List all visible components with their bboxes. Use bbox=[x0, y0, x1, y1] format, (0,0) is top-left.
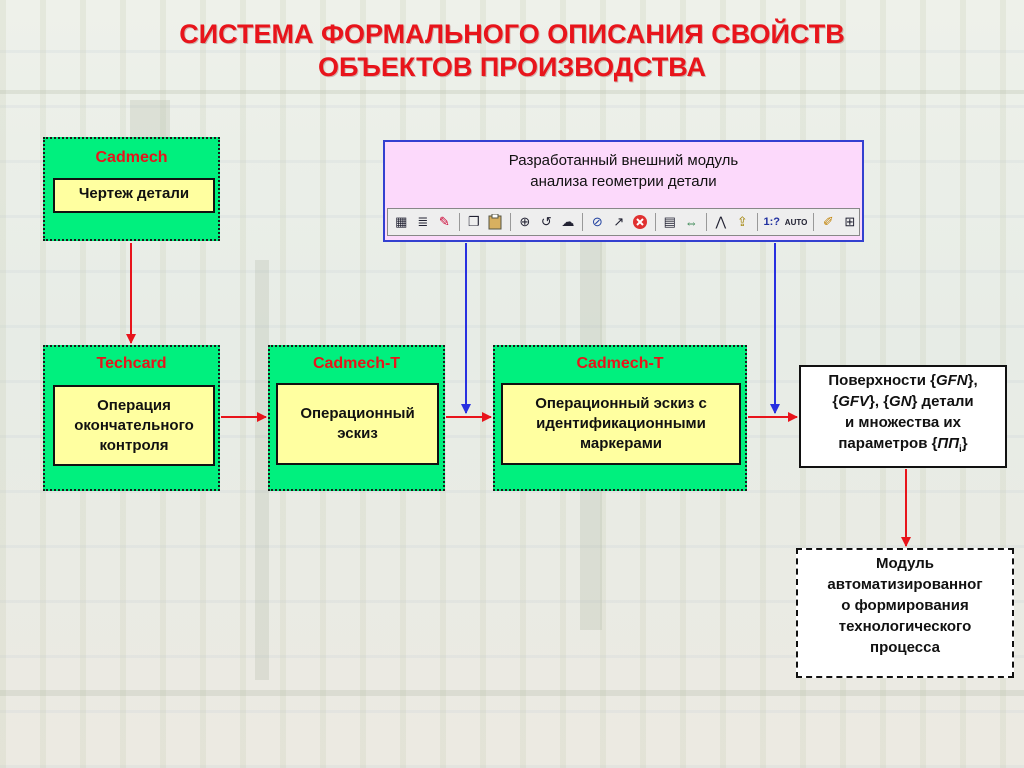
cadmech-box: Cadmech Чертеж детали bbox=[43, 137, 220, 241]
auto-icon[interactable]: AUTO bbox=[784, 217, 808, 227]
techcard-label: Techcard bbox=[96, 355, 167, 372]
page-title: СИСТЕМА ФОРМАЛЬНОГО ОПИСАНИЯ СВОЙСТВ ОБЪ… bbox=[0, 18, 1024, 84]
compass-icon[interactable]: ⊘ bbox=[591, 214, 603, 229]
gfv-symbol: GFV bbox=[838, 393, 870, 410]
surfaces-text: }, { bbox=[869, 393, 890, 410]
surfaces-text: Поверхности { bbox=[828, 372, 936, 389]
surfaces-line-4: параметров {ППi} bbox=[801, 433, 1005, 460]
techcard-box: Techcard Операция окончательного контрол… bbox=[43, 345, 220, 491]
zoom-in-icon[interactable]: ⊕ bbox=[519, 214, 531, 229]
bg-stripe bbox=[0, 690, 1024, 696]
cadmech-t-inner-2: Операционный эскиз с идентификационными … bbox=[501, 383, 741, 465]
toolbar-separator bbox=[813, 213, 815, 231]
toolbar: ▦ ≣ ✎ ❐ ⊕ ↺ ☁ ⊘ ↗ ▤ ⇔ ⋀ ⇪ 1:? AUTO ✐ ⊞ bbox=[387, 208, 860, 236]
techcard-inner: Операция окончательного контроля bbox=[53, 385, 215, 466]
rotate-icon[interactable]: ↺ bbox=[540, 214, 552, 229]
delete-icon[interactable] bbox=[631, 212, 650, 232]
cadmech-t-label-1: Cadmech-T bbox=[312, 355, 401, 372]
copy-icon[interactable]: ❐ bbox=[467, 214, 480, 229]
list-icon[interactable]: ≣ bbox=[417, 214, 429, 229]
external-module-box: Разработанный внешний модуль анализа гео… bbox=[383, 140, 864, 242]
toolbar-separator bbox=[705, 213, 707, 231]
export-icon[interactable]: ⇪ bbox=[736, 214, 748, 229]
toolbar-separator bbox=[756, 213, 758, 231]
paste-icon[interactable] bbox=[486, 212, 505, 232]
bg-stripe bbox=[0, 90, 1024, 94]
surfaces-text: параметров { bbox=[838, 435, 938, 452]
pen-icon[interactable]: ✐ bbox=[822, 214, 834, 229]
gn-symbol: GN bbox=[889, 393, 912, 410]
final-module-line-1: Модуль bbox=[875, 555, 935, 572]
bg-column bbox=[255, 260, 269, 680]
surfaces-text: { bbox=[832, 393, 839, 410]
cadmech-t-label-2: Cadmech-T bbox=[576, 355, 664, 372]
title-line-1: СИСТЕМА ФОРМАЛЬНОГО ОПИСАНИЯ СВОЙСТВ bbox=[179, 19, 845, 49]
final-module-line-4: технологического bbox=[838, 618, 972, 635]
gfn-symbol: GFN bbox=[935, 372, 968, 389]
final-module-box: Модуль автоматизированног о формирования… bbox=[796, 548, 1014, 678]
cadmech-label: Cadmech bbox=[95, 149, 168, 166]
external-module-text: Разработанный внешний модуль анализа гео… bbox=[385, 150, 862, 192]
cadmech-inner bbox=[53, 178, 215, 213]
pp-symbol: ПП bbox=[937, 435, 959, 452]
drawing-text: Чертеж детали bbox=[78, 185, 190, 202]
brush-icon[interactable]: ✎ bbox=[438, 214, 450, 229]
measure-icon[interactable]: ⊞ bbox=[844, 214, 856, 229]
cadmech-t-inner-1: Операционный эскиз bbox=[276, 383, 439, 465]
toolbar-separator bbox=[582, 213, 584, 231]
surfaces-line-1: Поверхности {GFN}, bbox=[801, 370, 1005, 391]
bg-block bbox=[130, 100, 170, 140]
surfaces-line-2: {GFV}, {GN} детали bbox=[801, 391, 1005, 412]
toolbar-separator bbox=[509, 213, 511, 231]
ratio-icon[interactable]: 1:? bbox=[763, 216, 781, 228]
pointer-icon[interactable]: ↗ bbox=[613, 214, 625, 229]
surfaces-text: } bbox=[961, 435, 968, 452]
surfaces-text: }, bbox=[967, 372, 978, 389]
final-module-line-3: о формирования bbox=[841, 597, 969, 614]
toolbar-separator bbox=[654, 213, 656, 231]
cloud-icon[interactable]: ☁ bbox=[561, 214, 575, 229]
external-module-line-1: Разработанный внешний модуль bbox=[508, 152, 739, 169]
surfaces-line-3: и множества их bbox=[845, 414, 961, 431]
pp-subscript: i bbox=[959, 444, 962, 455]
toolbar-separator bbox=[458, 213, 460, 231]
surfaces-text: } детали bbox=[911, 393, 974, 410]
external-module-line-2: анализа геометрии детали bbox=[530, 173, 717, 190]
final-module-line-5: процесса bbox=[870, 639, 940, 656]
cadmech-t-box-1: Cadmech-T Операционный эскиз bbox=[268, 345, 445, 491]
title-line-2: ОБЪЕКТОВ ПРОИЗВОДСТВА bbox=[318, 52, 706, 82]
dimension-icon[interactable]: ⇔ bbox=[684, 214, 698, 230]
layout-icon[interactable]: ▤ bbox=[663, 214, 676, 229]
surfaces-box: Поверхности {GFN}, {GFV}, {GN} детали и … bbox=[799, 365, 1007, 468]
final-module-line-2: автоматизированног bbox=[827, 576, 983, 593]
table-icon[interactable]: ▦ bbox=[395, 214, 408, 229]
mirror-icon[interactable]: ⋀ bbox=[715, 214, 727, 229]
cadmech-t-box-2: Cadmech-T Операционный эскиз с идентифик… bbox=[493, 345, 747, 491]
